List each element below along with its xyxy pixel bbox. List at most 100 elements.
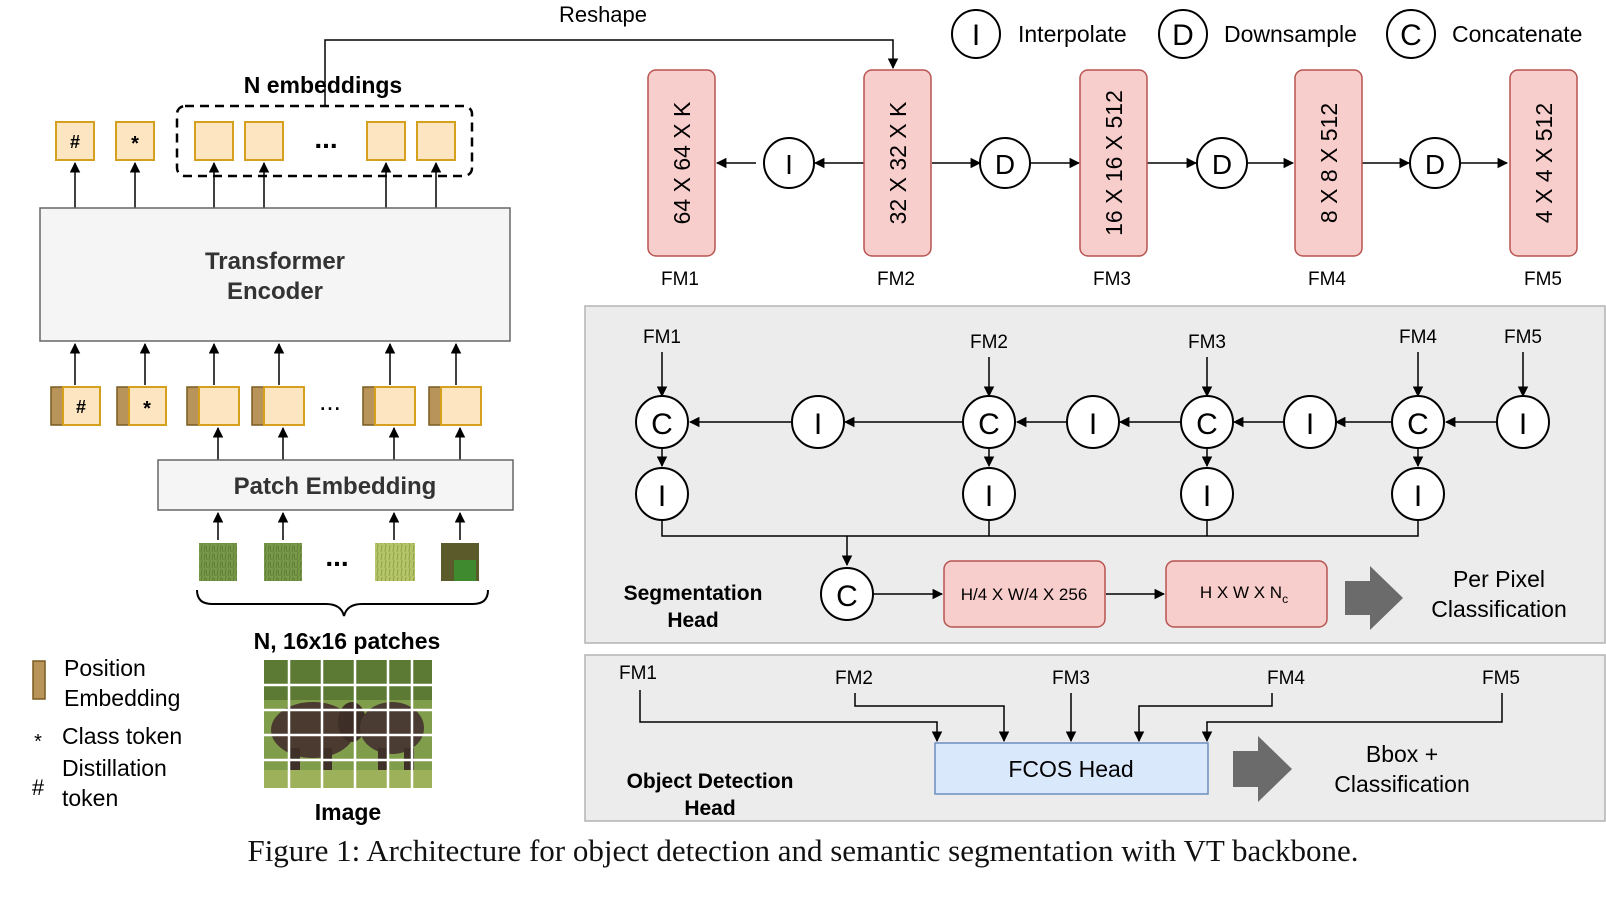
legend-downsample-label: Downsample [1224, 21, 1357, 47]
operation-legend: I Interpolate D Downsample C Concatenate [951, 9, 1582, 59]
position-embedding [428, 386, 442, 426]
pyramid-downsample-op [1196, 137, 1248, 189]
output-patch-token [244, 121, 284, 161]
input-patch-token [263, 386, 305, 426]
reshape-label: Reshape [559, 2, 647, 27]
det-output-line1: Bbox + [1366, 741, 1438, 767]
encoder-output-arrows [69, 161, 442, 208]
seg-interp-op [1496, 395, 1550, 449]
det-head-title-line2: Head [684, 797, 735, 820]
seg-interp-op [791, 395, 845, 449]
seg-concat-symbol: C [1407, 408, 1429, 441]
patches-brace [196, 589, 489, 617]
seg-concat-symbol: C [651, 408, 673, 441]
output-distill-symbol: # [70, 132, 80, 152]
transformer-encoder [39, 207, 511, 342]
image-patch [375, 543, 415, 581]
legend-distill-line1: Distillation [62, 755, 167, 781]
encoder-label-line2: Encoder [227, 278, 323, 305]
fm1-label: FM1 [661, 269, 699, 290]
patch-embedding-label: Patch Embedding [234, 473, 437, 500]
fm5-label: FM5 [1524, 269, 1562, 290]
fm2-dims: 32 X 32 X K [885, 101, 911, 224]
seg-head-title-line2: Head [667, 609, 718, 632]
position-embedding [362, 386, 376, 426]
seg-interp-op [1391, 467, 1445, 521]
seg-head-title-line1: Segmentation [624, 582, 763, 605]
elephant-right [360, 702, 424, 754]
seg-concat-op [1180, 395, 1234, 449]
output-class-token [115, 121, 155, 161]
seg-concat-op [635, 395, 689, 449]
pyramid-interpolate-op [763, 137, 815, 189]
fcos-head-label: FCOS Head [1008, 756, 1133, 782]
object-detection-panel: FM1 FM2 FM3 FM4 FM5 FCOS Head Bbox + Cla… [584, 654, 1606, 822]
legend-position-line1: Position [64, 655, 146, 681]
position-embedding [116, 386, 130, 426]
feature-map-fm4 [1294, 69, 1363, 257]
output-patch-token [416, 121, 456, 161]
legend-concatenate-icon [1386, 9, 1436, 59]
det-fm5-label: FM5 [1482, 668, 1520, 689]
seg-interp-op [1066, 395, 1120, 449]
image-label: Image [315, 799, 381, 825]
position-embedding [50, 386, 64, 426]
reshape-arrow [324, 39, 899, 105]
seg-interp-symbol: I [1203, 480, 1211, 513]
seg-fm3-label: FM3 [1188, 332, 1226, 353]
legend-position-line2: Embedding [64, 685, 180, 711]
segmentation-head-panel: FM1 FM2 FM3 FM4 FM5 [584, 305, 1606, 644]
det-head-title-line1: Object Detection [627, 770, 794, 793]
feature-pyramid: 64 X 64 X K FM1 32 X 32 X K FM2 16 X 16 … [647, 69, 1578, 290]
det-fm1-label: FM1 [619, 663, 657, 684]
output-tokens: # * ... [55, 121, 456, 161]
seg-final-concat-symbol: C [836, 580, 858, 613]
input-patch-token [198, 386, 240, 426]
encoder-label-line1: Transformer [205, 248, 345, 275]
seg-interp-symbol: I [658, 480, 666, 513]
seg-fm5-label: FM5 [1504, 327, 1542, 348]
input-class-symbol: * [143, 398, 151, 420]
det-fm4-label: FM4 [1267, 668, 1305, 689]
seg-concat-op [1391, 395, 1445, 449]
n-embeddings-label: N embeddings [244, 72, 402, 98]
det-output-block-arrow [1233, 736, 1292, 802]
image-patch [199, 543, 237, 581]
seg-concat-symbol: C [978, 408, 1000, 441]
seg-fm2-label: FM2 [970, 332, 1008, 353]
seg-interp-symbol: I [985, 480, 993, 513]
fm4-dims: 8 X 8 X 512 [1316, 103, 1342, 223]
patch-input-arrows [212, 511, 466, 540]
det-output-line2: Classification [1334, 771, 1470, 797]
seg-fm4-label: FM4 [1399, 327, 1437, 348]
input-class-token [128, 386, 167, 426]
output-ellipsis: ... [314, 123, 337, 154]
pyramid-downsample-symbol: D [995, 149, 1015, 180]
feature-map-fm5 [1509, 69, 1578, 257]
output-patch-token [194, 121, 234, 161]
pyramid-downsample-symbol: D [1212, 149, 1232, 180]
seg-concat-symbol: C [1196, 408, 1218, 441]
position-embedding [251, 386, 265, 426]
seg-interp-op [1180, 467, 1234, 521]
legend-interpolate-icon [951, 9, 1001, 59]
output-class-symbol: * [131, 133, 139, 155]
seg-output-block-arrow [1345, 566, 1403, 630]
input-image [264, 660, 432, 788]
seg-interp-symbol: I [1089, 408, 1097, 441]
input-ellipsis: ... [319, 386, 341, 416]
seg-output-line2: Classification [1431, 596, 1567, 622]
seg-concat-op [962, 395, 1016, 449]
seg-interp-symbol: I [1519, 408, 1527, 441]
encoder-input-arrows [69, 342, 462, 385]
pyramid-downsample-symbol: D [1425, 149, 1445, 180]
feature-map-fm3 [1079, 69, 1148, 257]
feature-map-fm1 [647, 69, 716, 257]
seg-output-map-label: H X W X Nc [1200, 583, 1288, 606]
elephant-left [271, 702, 355, 758]
det-fm2-label: FM2 [835, 668, 873, 689]
image-patches: ... [199, 541, 479, 581]
fm5-dims: 4 X 4 X 512 [1531, 103, 1557, 223]
seg-output-map [1165, 560, 1328, 628]
image-patch-detail [454, 560, 476, 581]
